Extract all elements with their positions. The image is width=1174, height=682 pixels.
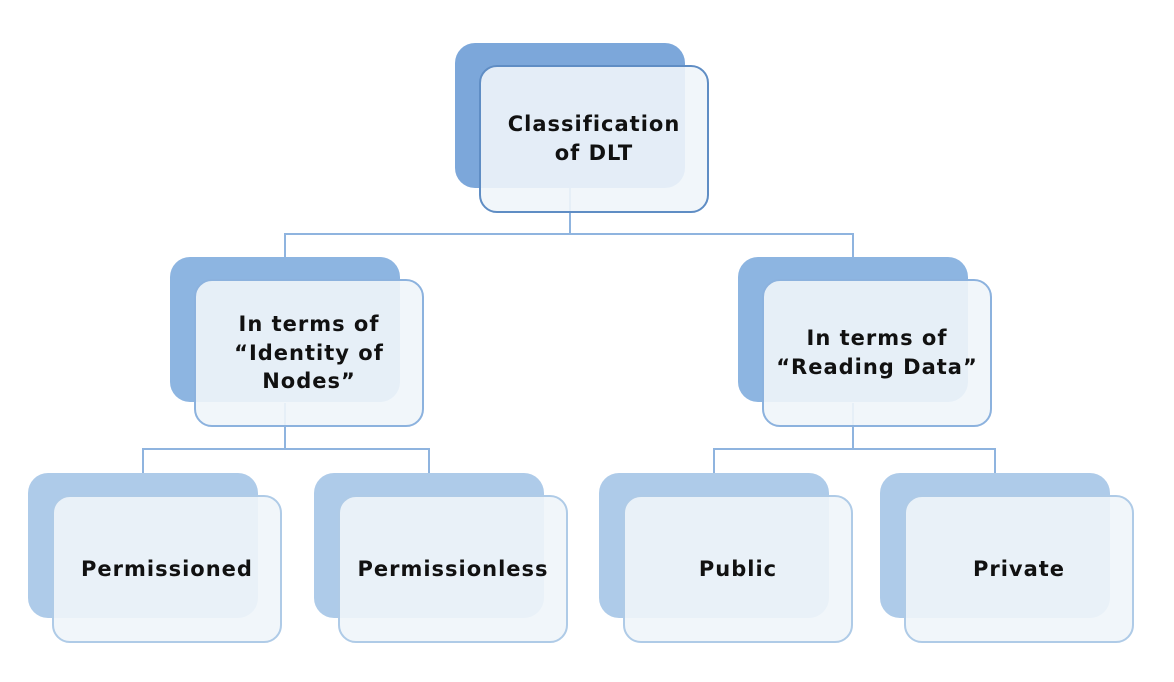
connector-drop-permissionless — [428, 448, 430, 473]
node-label: Public — [698, 556, 778, 581]
node-box: Permissionless — [338, 495, 568, 643]
connector-drop-identity — [284, 233, 286, 257]
connector-drop-permissioned — [142, 448, 144, 473]
node-box: In terms of “Identity of Nodes” — [194, 279, 424, 427]
node-label: In terms of “Identity of Nodes” — [234, 311, 384, 394]
node-box: Classification of DLT — [479, 65, 709, 213]
node-classification-of-dlt: Classification of DLT — [455, 43, 709, 213]
node-label: Permissioned — [81, 556, 253, 581]
node-public: Public — [599, 473, 853, 643]
connector-drop-public — [713, 448, 715, 473]
node-permissionless: Permissionless — [314, 473, 568, 643]
node-label: Private — [972, 556, 1066, 581]
node-box: Private — [904, 495, 1134, 643]
node-label: In terms of “Reading Data” — [776, 326, 978, 379]
connector-identity-crossbar — [142, 448, 430, 450]
node-private: Private — [880, 473, 1134, 643]
connector-drop-reading — [852, 233, 854, 257]
node-box: In terms of “Reading Data” — [762, 279, 992, 427]
node-label: Permissionless — [357, 556, 549, 581]
node-box: Permissioned — [52, 495, 282, 643]
node-permissioned: Permissioned — [28, 473, 282, 643]
node-box: Public — [623, 495, 853, 643]
connector-reading-crossbar — [713, 448, 996, 450]
connector-drop-private — [994, 448, 996, 473]
connector-root-crossbar — [284, 233, 854, 235]
node-identity-of-nodes: In terms of “Identity of Nodes” — [170, 257, 424, 427]
node-label: Classification of DLT — [507, 112, 681, 165]
node-reading-data: In terms of “Reading Data” — [738, 257, 992, 427]
